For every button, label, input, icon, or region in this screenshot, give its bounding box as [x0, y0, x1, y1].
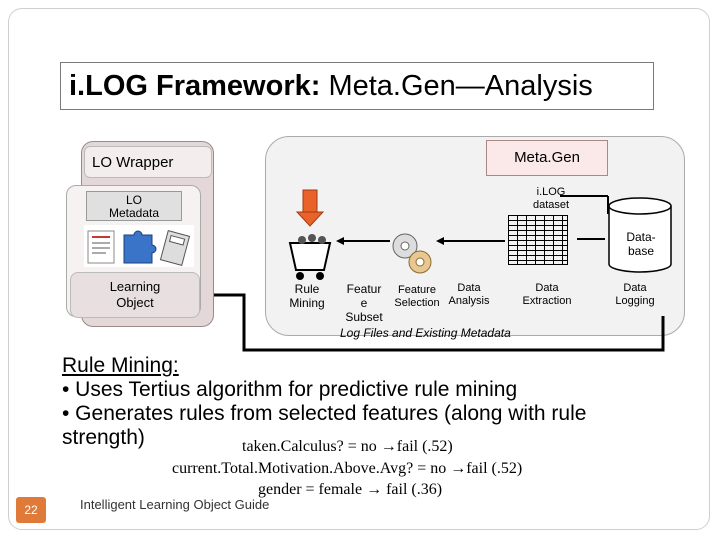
rule-mining-line1: Rule: [294, 282, 320, 296]
rule-3-consequent: fail (.36): [382, 481, 443, 498]
feature-subset-line1: Featur: [346, 282, 382, 296]
data-analysis-line1: Data: [457, 282, 481, 294]
rule-1-consequent: fail (.52): [396, 438, 453, 455]
rule-1-antecedent: taken.Calculus? = no: [242, 438, 381, 455]
rule-1: taken.Calculus? = no →fail (.52): [242, 438, 453, 456]
ilog-dataset-line1: i.LOG: [536, 186, 566, 198]
rule-mining-line2: Mining: [289, 296, 325, 310]
rule-2-arrow: →: [450, 460, 467, 477]
rule-2: current.Total.Motivation.Above.Avg? = no…: [172, 460, 522, 478]
rule-3: gender = female → fail (.36): [258, 481, 442, 499]
rule-3-arrow: →: [366, 481, 383, 498]
data-logging-line1: Data: [623, 282, 647, 294]
bullet-2-continued: strength): [62, 426, 145, 449]
footer-text: Intelligent Learning Object Guide: [80, 497, 270, 512]
log-files-label: Log Files and Existing Metadata: [340, 326, 511, 340]
database-label: Data-base: [614, 230, 668, 258]
learning-object-icons: [87, 230, 191, 266]
database-line2: base: [627, 244, 655, 258]
feature-subset-line3: Subset: [345, 310, 383, 324]
bullet-1: • Uses Tertius algorithm for predictive …: [62, 378, 518, 401]
lo-metadata-line2: Metadata: [108, 206, 160, 220]
lo-wrapper-box: LO Wrapper: [84, 146, 212, 178]
data-extraction-line1: Data: [535, 282, 559, 294]
feature-subset-line2: e: [360, 296, 368, 310]
rule-mining-cart-icon: [288, 234, 332, 280]
database-line1: Data-: [626, 230, 656, 244]
flow-arrows-left: [336, 195, 609, 245]
document-icon: [87, 230, 115, 264]
database-icon: [608, 197, 672, 273]
lo-wrapper-label: LO Wrapper: [92, 154, 174, 171]
rule-3-antecedent: gender = female: [258, 481, 367, 498]
calculator-icon: [159, 230, 191, 266]
ilog-dataset-table: [508, 215, 568, 265]
rule-2-consequent: fail (.52): [466, 460, 523, 477]
orange-down-arrow: [295, 189, 325, 227]
data-analysis-line2: Analysis: [448, 295, 490, 307]
title-rest: Meta.Gen—Analysis: [320, 70, 593, 102]
ilog-dataset-line2: dataset: [532, 199, 570, 211]
slide-number-badge: 22: [16, 497, 46, 523]
rule-2-antecedent: current.Total.Motivation.Above.Avg? = no: [172, 460, 451, 477]
feature-selection-gears-icon: [392, 233, 432, 274]
learning-object-images: [84, 225, 194, 267]
lo-metadata-line1: LO: [125, 193, 142, 207]
log-flow-line: [214, 293, 665, 352]
learning-object-line1: Learning: [109, 279, 161, 294]
rule-mining-heading: Rule Mining:: [62, 354, 179, 377]
title-bold: i.LOG Framework:: [69, 70, 321, 102]
data-logging-line2: Logging: [615, 295, 655, 307]
metagen-box: Meta.Gen: [486, 140, 608, 176]
feature-selection-line1: Feature: [398, 284, 436, 296]
data-extraction-line2: Extraction: [522, 295, 572, 307]
slide-title: i.LOG Framework: Meta.Gen—Analysis: [69, 70, 593, 103]
feature-selection-line2: Selection: [394, 297, 440, 309]
rule-1-arrow: →: [380, 438, 397, 455]
title-box: i.LOG Framework: Meta.Gen—Analysis: [60, 62, 654, 110]
learning-object-line2: Object: [116, 295, 154, 310]
puzzle-icon: [123, 230, 157, 264]
bullet-2: • Generates rules from selected features…: [62, 402, 587, 425]
